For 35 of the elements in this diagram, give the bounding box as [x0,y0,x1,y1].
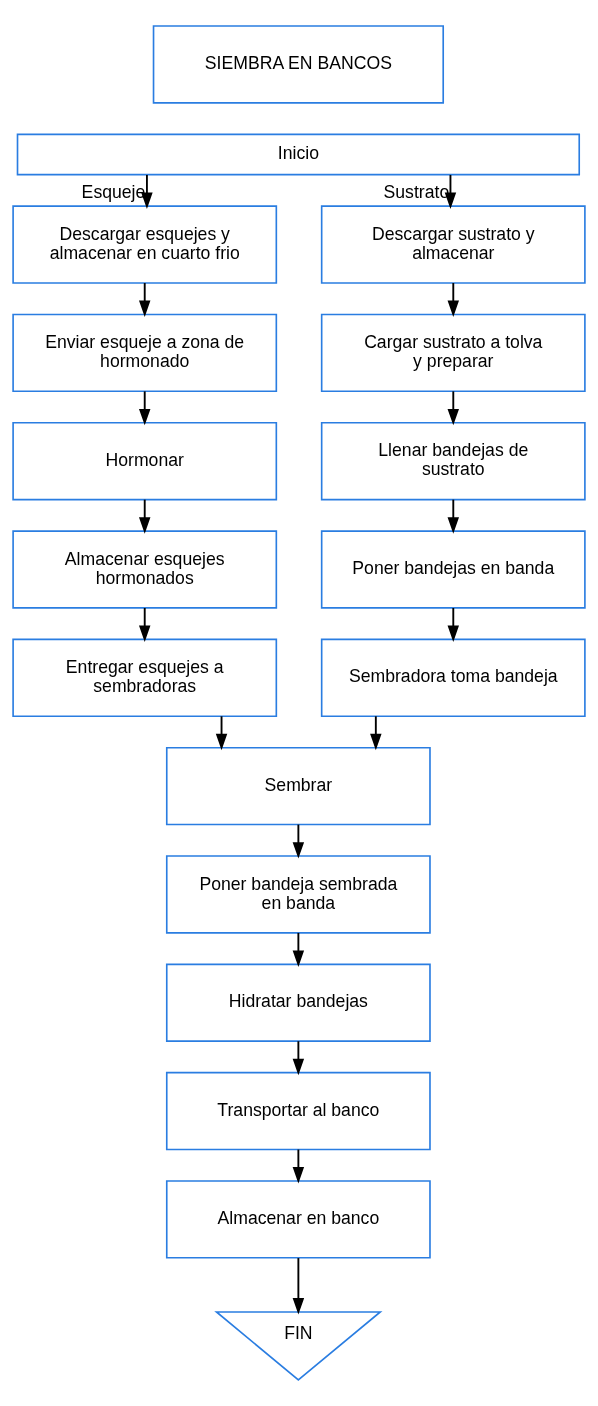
node-box: Hidratar bandejas [165,963,431,1042]
arrow [447,498,460,534]
arrow [370,715,382,751]
arrow [138,498,151,534]
node-box: Sembradora toma bandeja [320,638,586,718]
node-box: Enviar esqueje a zona de hormonado [12,313,278,393]
node-box: Descargar esquejes y almacenar en cuarto frio [12,205,278,284]
arrow [292,1040,305,1076]
node-box: Llenar bandejas de sustrato [320,421,586,501]
arrow [447,282,460,317]
node-box: Hormonar [12,421,278,501]
edge-label: Sustrato [383,182,450,203]
node-box: Almacenar en banco [165,1180,431,1259]
arrow [292,823,305,859]
arrow [292,1257,305,1315]
arrow [138,607,151,642]
node-box: Inicio [16,133,581,176]
node-box: Poner bandeja sembrada en banda [165,855,431,934]
node-box: SIEMBRA EN BANCOS [152,25,445,104]
node-box: Almacenar esquejes hormonados [12,530,278,609]
arrow [447,390,460,426]
arrow [141,174,153,209]
edge-label: Esqueje [81,182,146,203]
arrow [447,607,460,642]
arrow [138,390,151,426]
arrow [138,282,151,317]
node-box: Poner bandejas en banda [320,530,586,609]
node-box: Descargar sustrato y almacenar [320,205,586,284]
node-box: Cargar sustrato a tolva y preparar [320,313,586,393]
arrow [292,1148,305,1184]
node-box: Sembrar [165,746,431,826]
node-box: Transportar al banco [165,1071,431,1151]
arrow [215,715,228,751]
arrow [292,932,305,967]
node-box: Entregar esquejes a sembradoras [12,638,278,718]
